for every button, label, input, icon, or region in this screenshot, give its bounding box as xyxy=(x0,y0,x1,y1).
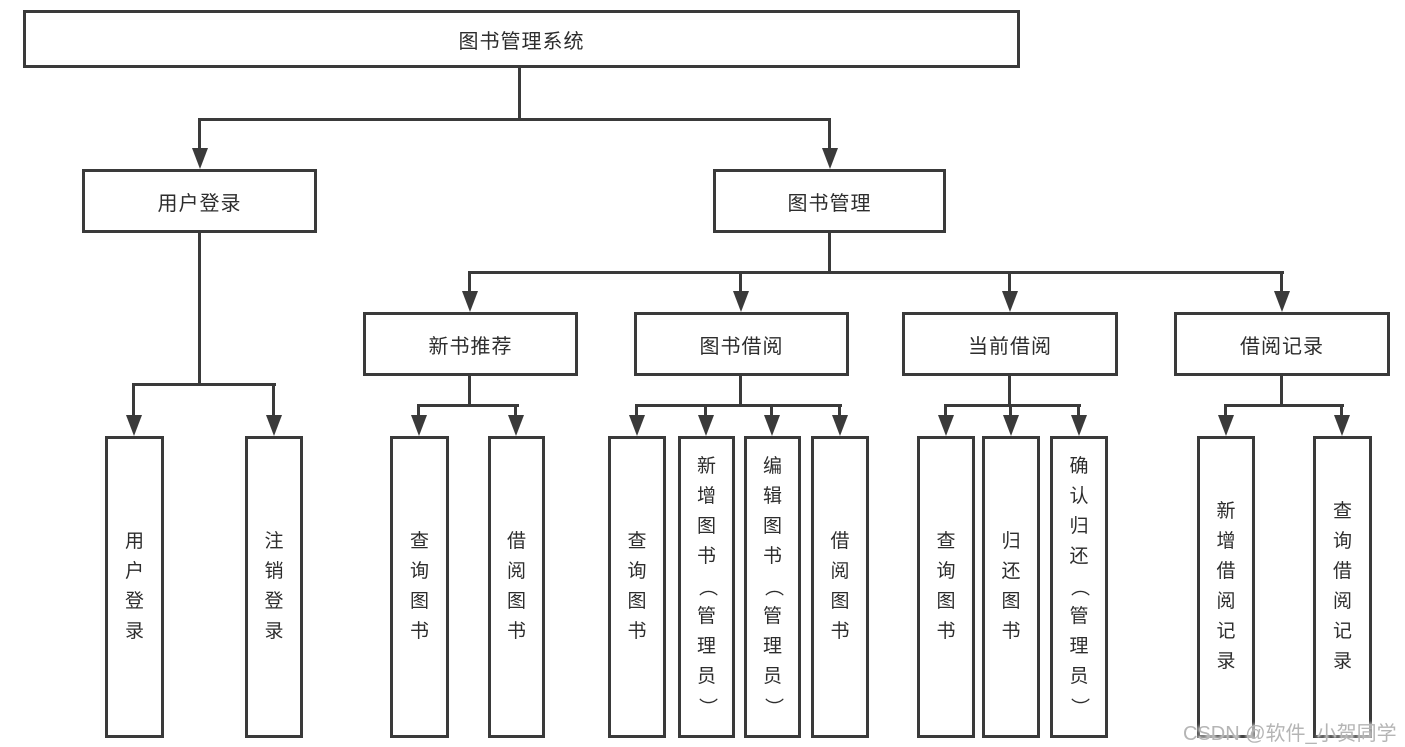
leaf-add-book: 新增图书（管理员） xyxy=(678,436,735,738)
connector-line xyxy=(635,404,842,407)
node-book-borrow: 图书借阅 xyxy=(634,312,849,376)
leaf-return-book-label: 归还图书 xyxy=(1001,531,1021,642)
connector-line xyxy=(198,233,201,385)
leaf-borrow-book-2: 借阅图书 xyxy=(811,436,869,738)
connector-arrowhead xyxy=(192,148,208,169)
leaf-add-record-label: 新增借阅记录 xyxy=(1216,501,1236,672)
leaf-query-record: 查询借阅记录 xyxy=(1313,436,1372,738)
node-root-label: 图书管理系统 xyxy=(458,30,585,53)
connector-line xyxy=(1077,407,1080,417)
connector-line xyxy=(770,407,773,417)
leaf-borrow-book-1: 借阅图书 xyxy=(488,436,545,738)
leaf-query-book-1: 查询图书 xyxy=(390,436,449,738)
connector-arrowhead xyxy=(126,415,142,436)
connector-arrowhead xyxy=(1218,415,1234,436)
connector-line xyxy=(132,383,276,386)
connector-line xyxy=(739,376,742,407)
connector-line xyxy=(198,118,831,121)
connector-line xyxy=(1008,376,1011,407)
node-user-login-label: 用户登录 xyxy=(157,192,242,215)
connector-line xyxy=(1008,274,1011,293)
leaf-logout-label: 注销登录 xyxy=(264,531,284,642)
connector-line xyxy=(468,271,1284,274)
connector-arrowhead xyxy=(266,415,282,436)
node-root: 图书管理系统 xyxy=(23,10,1020,68)
connector-line xyxy=(944,407,947,417)
leaf-borrow-book-1-label: 借阅图书 xyxy=(506,531,526,642)
leaf-query-book-2: 查询图书 xyxy=(608,436,666,738)
leaf-query-book-2-label: 查询图书 xyxy=(627,531,647,642)
connector-arrowhead xyxy=(938,415,954,436)
connector-arrowhead xyxy=(629,415,645,436)
leaf-add-book-label: 新增图书（管理员） xyxy=(696,456,718,717)
connector-arrowhead xyxy=(832,415,848,436)
leaf-confirm-return: 确认归还（管理员） xyxy=(1050,436,1108,738)
connector-arrowhead xyxy=(822,148,838,169)
connector-arrowhead xyxy=(462,291,478,312)
connector-line xyxy=(417,404,519,407)
node-book-borrow-label: 图书借阅 xyxy=(699,335,784,358)
connector-line xyxy=(1280,274,1283,293)
connector-arrowhead xyxy=(764,415,780,436)
leaf-user-login-label: 用户登录 xyxy=(124,531,144,642)
connector-arrowhead xyxy=(1274,291,1290,312)
connector-line xyxy=(1280,376,1283,407)
leaf-user-login: 用户登录 xyxy=(105,436,164,738)
connector-line xyxy=(704,407,707,417)
leaf-borrow-book-2-label: 借阅图书 xyxy=(830,531,850,642)
node-borrow-records: 借阅记录 xyxy=(1174,312,1390,376)
connector-line xyxy=(944,404,1081,407)
leaf-edit-book: 编辑图书（管理员） xyxy=(744,436,801,738)
connector-line xyxy=(828,233,831,274)
connector-line xyxy=(132,386,135,417)
connector-line xyxy=(514,407,517,417)
connector-line xyxy=(739,274,742,293)
node-new-book-rec-label: 新书推荐 xyxy=(428,335,513,358)
connector-line xyxy=(635,407,638,417)
leaf-query-record-label: 查询借阅记录 xyxy=(1332,501,1352,672)
node-book-mgmt: 图书管理 xyxy=(713,169,946,233)
node-book-mgmt-label: 图书管理 xyxy=(787,192,872,215)
watermark: CSDN @软件_小贺同学 xyxy=(1183,723,1397,745)
node-borrow-records-label: 借阅记录 xyxy=(1240,335,1324,358)
connector-line xyxy=(198,121,201,150)
node-current-borrow: 当前借阅 xyxy=(902,312,1118,376)
connector-line xyxy=(417,407,420,417)
connector-arrowhead xyxy=(1002,291,1018,312)
leaf-query-book-3: 查询图书 xyxy=(917,436,975,738)
connector-arrowhead xyxy=(1003,415,1019,436)
connector-line xyxy=(1340,407,1343,417)
connector-line xyxy=(272,386,275,417)
node-new-book-rec: 新书推荐 xyxy=(363,312,578,376)
connector-arrowhead xyxy=(411,415,427,436)
leaf-add-record: 新增借阅记录 xyxy=(1197,436,1255,738)
leaf-confirm-return-label: 确认归还（管理员） xyxy=(1068,456,1090,717)
connector-line xyxy=(1009,407,1012,417)
node-current-borrow-label: 当前借阅 xyxy=(968,335,1052,358)
connector-line xyxy=(518,66,521,120)
connector-arrowhead xyxy=(1071,415,1087,436)
leaf-logout: 注销登录 xyxy=(245,436,303,738)
leaf-query-book-3-label: 查询图书 xyxy=(936,531,956,642)
node-user-login: 用户登录 xyxy=(82,169,317,233)
connector-line xyxy=(1224,407,1227,417)
connector-line xyxy=(468,274,471,293)
leaf-edit-book-label: 编辑图书（管理员） xyxy=(762,456,784,717)
connector-arrowhead xyxy=(508,415,524,436)
connector-line xyxy=(1224,404,1344,407)
connector-line xyxy=(828,121,831,150)
connector-line xyxy=(468,376,471,407)
leaf-return-book: 归还图书 xyxy=(982,436,1040,738)
connector-arrowhead xyxy=(698,415,714,436)
connector-arrowhead xyxy=(733,291,749,312)
leaf-query-book-1-label: 查询图书 xyxy=(409,531,429,642)
connector-line xyxy=(838,407,841,417)
connector-arrowhead xyxy=(1334,415,1350,436)
